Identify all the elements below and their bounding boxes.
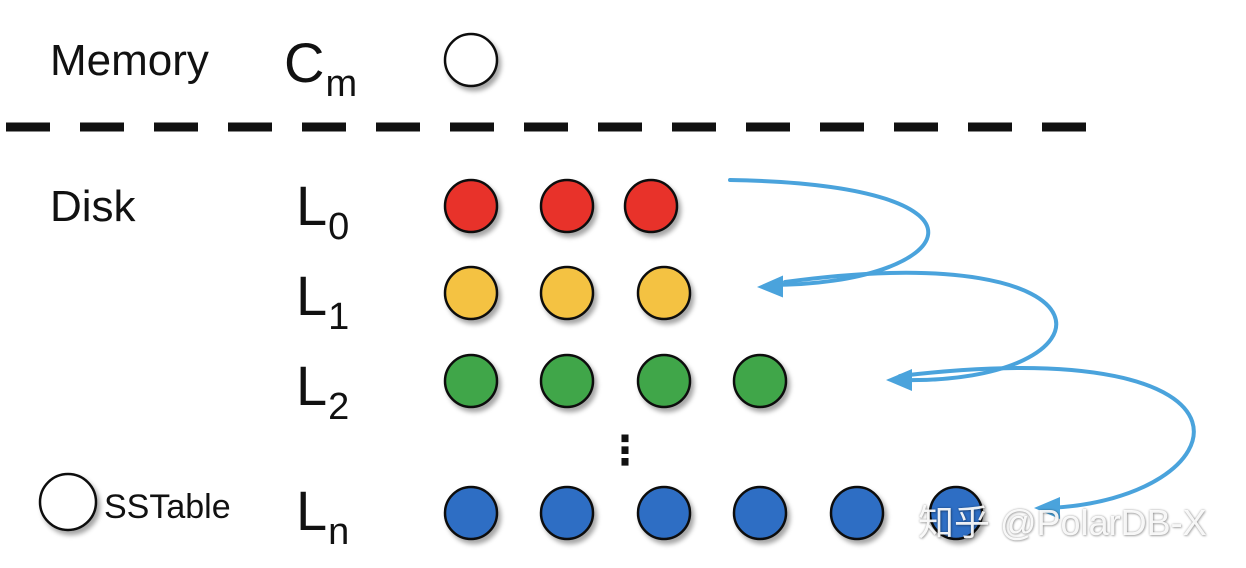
compaction-arrow-l0-l1 (728, 178, 931, 287)
sstable-l0-3 (623, 178, 679, 234)
level-ellipsis: ⋮ (605, 429, 645, 473)
sstable-ln-6 (928, 485, 984, 541)
level-label-l0: L0 (296, 174, 350, 248)
level-label-cm: Cm (284, 31, 358, 105)
level-label-l2: L2 (296, 354, 350, 428)
sstable-circles (38, 32, 984, 541)
sstable-l2-2 (539, 353, 595, 409)
sstable-l1-2 (539, 265, 595, 321)
sstable-l0-1 (443, 178, 499, 234)
compaction-arrows (728, 178, 1196, 519)
compaction-arrow-l1-l2 (783, 270, 1059, 383)
sstable-l1-3 (636, 265, 692, 321)
sstable-l2-4 (732, 353, 788, 409)
sstable-l1-1 (443, 265, 499, 321)
level-label-l1: L1 (296, 264, 350, 338)
sstable-ln-2 (539, 485, 595, 541)
sstable-l2-1 (443, 353, 499, 409)
legend-label: SSTable (104, 488, 231, 526)
sstable-cm-1 (443, 32, 499, 88)
disk-label: Disk (50, 182, 136, 231)
level-label-ln: Ln (296, 479, 350, 553)
sstable-ln-3 (636, 485, 692, 541)
sstable-ln-5 (829, 485, 885, 541)
compaction-arrow-l1-l2-head (886, 369, 912, 391)
compaction-arrow-l2-ln-head (1034, 497, 1060, 519)
memory-label: Memory (50, 36, 209, 85)
compaction-arrow-l2-ln (898, 366, 1196, 510)
sstable-ln-1 (443, 485, 499, 541)
legend-sstable-icon (38, 472, 98, 532)
sstable-l0-2 (539, 178, 595, 234)
watermark: 知乎 @PolarDB-X (918, 502, 1207, 543)
sstable-ln-4 (732, 485, 788, 541)
compaction-arrow-l0-l1-head (757, 275, 783, 298)
sstable-l2-3 (636, 353, 692, 409)
